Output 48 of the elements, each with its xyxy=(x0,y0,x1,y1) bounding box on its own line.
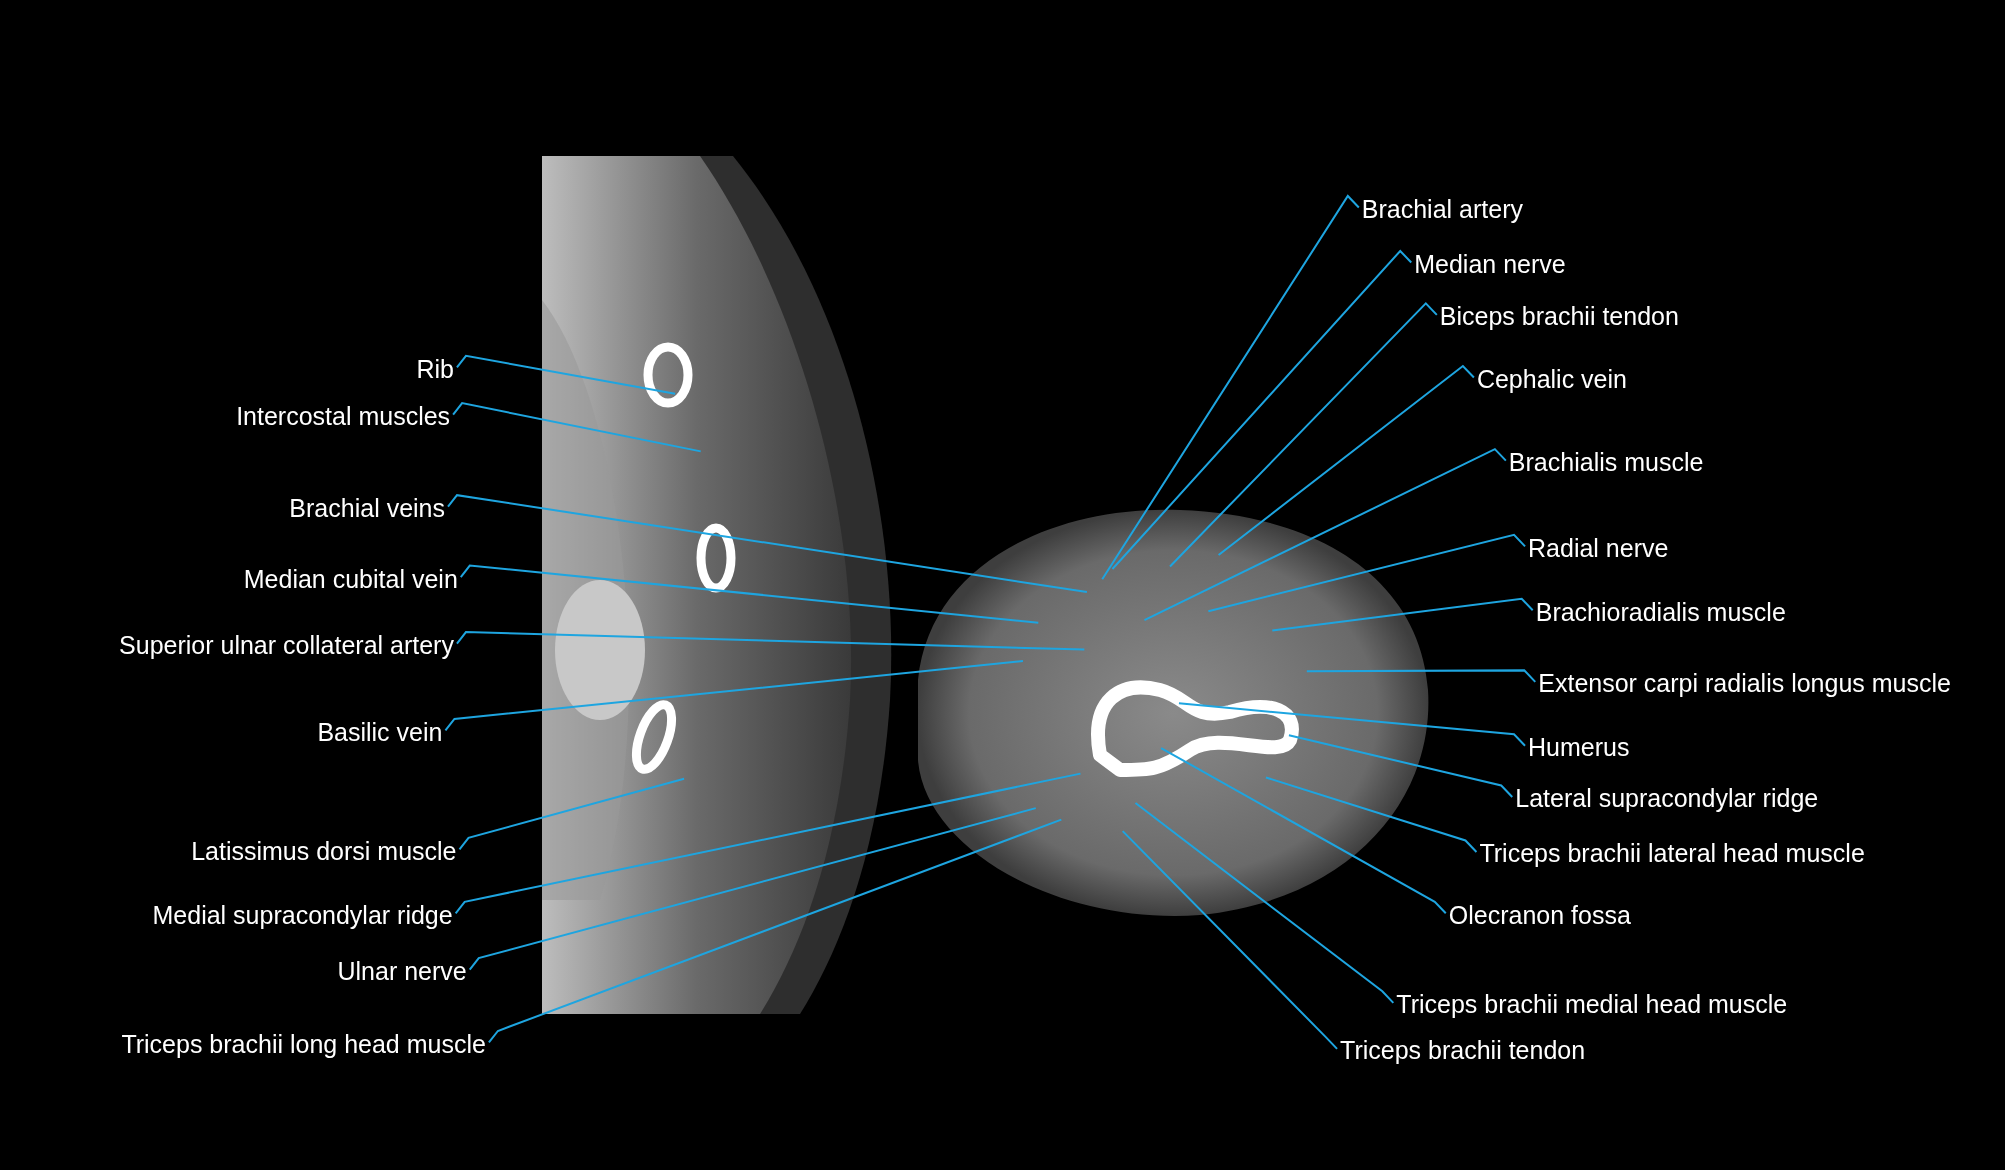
structure-label: Extensor carpi radialis longus muscle xyxy=(1538,668,1951,699)
leader-line xyxy=(487,818,1063,1044)
structure-label: Lateral supracondylar ridge xyxy=(1515,783,1819,814)
structure-label: Olecranon fossa xyxy=(1448,899,1631,930)
structure-label: Triceps brachii lateral head muscle xyxy=(1479,838,1865,869)
structure-label: Rib xyxy=(416,353,454,384)
leader-line xyxy=(1271,597,1534,632)
leader-line xyxy=(1207,533,1527,613)
leader-line xyxy=(1111,249,1413,570)
leader-line xyxy=(468,807,1037,971)
leader-line xyxy=(1305,669,1537,683)
structure-label: Brachioradialis muscle xyxy=(1535,596,1786,627)
structure-label: Median nerve xyxy=(1414,248,1566,279)
structure-label: Radial nerve xyxy=(1528,532,1669,563)
structure-label: Humerus xyxy=(1528,732,1630,763)
structure-label: Medial supracondylar ridge xyxy=(152,899,453,930)
leader-line xyxy=(455,631,1086,651)
structure-label: Ulnar nerve xyxy=(337,956,467,987)
structure-label: Triceps brachii medial head muscle xyxy=(1396,989,1788,1020)
leader-line xyxy=(447,494,1088,594)
structure-label: Triceps brachii long head muscle xyxy=(121,1028,486,1059)
leader-line xyxy=(459,564,1040,624)
leader-line xyxy=(458,777,686,851)
structure-label: Cephalic vein xyxy=(1476,364,1627,395)
structure-label: Basilic vein xyxy=(317,716,443,747)
leader-line xyxy=(1101,194,1360,581)
leader-line xyxy=(1160,747,1447,915)
structure-label: Brachial veins xyxy=(289,493,445,524)
structure-label: Median cubital vein xyxy=(243,563,458,594)
leader-line xyxy=(1121,830,1339,1050)
leader-line xyxy=(1264,776,1478,853)
leader-line xyxy=(1287,734,1514,798)
leader-line xyxy=(1169,301,1438,568)
leader-line xyxy=(455,354,677,395)
structure-label: Triceps brachii tendon xyxy=(1340,1035,1586,1066)
structure-label: Superior ulnar collateral artery xyxy=(119,630,454,660)
leader-line xyxy=(452,402,702,453)
leader-line xyxy=(1177,702,1527,747)
structure-label: Brachialis muscle xyxy=(1508,447,1704,478)
leader-line xyxy=(1217,364,1475,556)
structure-label: Latissimus dorsi muscle xyxy=(191,835,457,866)
leader-line xyxy=(444,660,1024,732)
structure-label: Brachial artery xyxy=(1361,194,1523,224)
leader-line xyxy=(1134,802,1395,1004)
leader-line xyxy=(1143,447,1507,622)
structure-label: Intercostal muscles xyxy=(236,401,451,432)
structure-label: Biceps brachii tendon xyxy=(1439,301,1679,332)
leader-line xyxy=(454,772,1082,915)
